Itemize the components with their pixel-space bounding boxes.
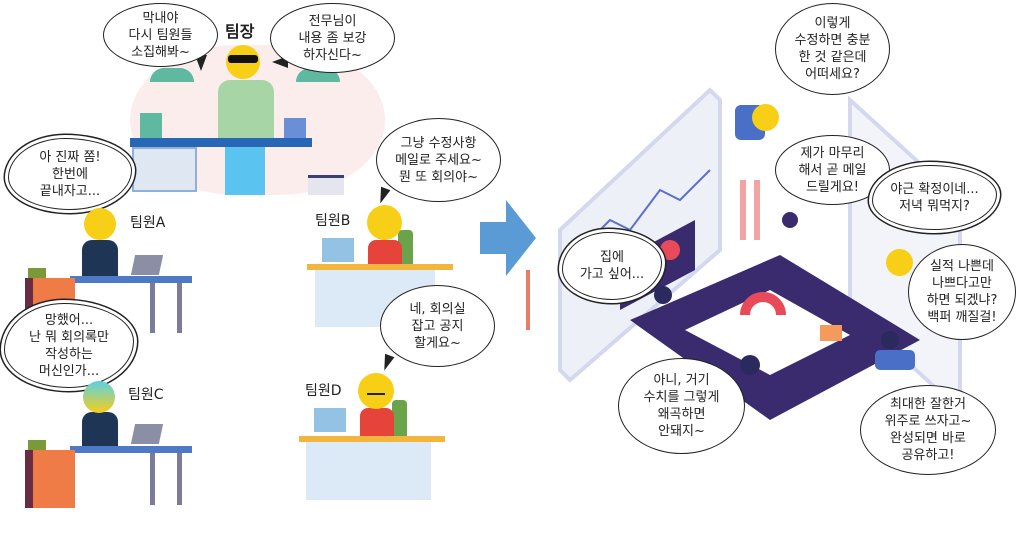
bubble-line: 수치를 그렇게 — [643, 390, 720, 405]
leader-speech-bubble-right: 전무님이 내용 좀 보강 하자신다~ — [270, 3, 395, 73]
right-arrow-icon — [480, 200, 536, 276]
member-d-desk — [299, 436, 445, 442]
desk-leg — [150, 283, 155, 333]
bubble-line: 막내야 — [142, 10, 179, 26]
desk-leg — [177, 453, 182, 505]
thought-line: 집에 — [600, 250, 624, 265]
leader-body — [218, 80, 274, 140]
bubble-line: 한 것 같은데 — [798, 50, 867, 65]
thought-line: 망했어... — [44, 312, 94, 328]
member-d-neutral-face-icon — [358, 373, 394, 409]
presenter-speech-bubble: 이렇게 수정하면 충분 한 것 같은데 어떠세요? — [775, 3, 890, 95]
bubble-line: 전무님이 — [308, 13, 357, 29]
bubble-line: 완성되면 바로 — [890, 431, 966, 446]
member-c-desk — [70, 446, 192, 453]
laptop — [322, 238, 354, 262]
bubble-line: 수정하면 충분 — [794, 33, 871, 48]
leader-speech-bubble-left: 막내야 다시 팀원들 소집해봐~ — [103, 3, 218, 67]
bubble-line: 뭔 또 회의야~ — [399, 169, 478, 185]
desk-leg — [150, 453, 155, 505]
bubble-line: 백퍼 깨질걸! — [927, 310, 997, 325]
member-a-worried-face-icon — [84, 208, 116, 240]
bubble-line: 나쁘다고만 — [932, 276, 992, 291]
plant — [28, 440, 46, 452]
leader-face-sunglasses-icon — [226, 45, 260, 79]
member-d-body — [360, 408, 394, 436]
member-b-desk — [307, 264, 453, 270]
thought-line: 한번에 — [52, 166, 88, 182]
laptop — [130, 255, 164, 275]
home-thought-cloud: 집에 가고 싶어... — [562, 232, 662, 300]
thought-line: 난 뭐 회의록만 — [28, 329, 110, 345]
member-b-kissing-face-icon — [367, 205, 402, 240]
bubble-line: 안돼지~ — [658, 424, 705, 439]
bubble-line: 왜곡하면 — [657, 407, 706, 422]
bubble-line: 소집해봐~ — [131, 44, 190, 60]
bubble-tail — [375, 186, 391, 206]
bubble-line: 그냥 수정사항 — [400, 135, 477, 151]
bubble-line: 최대한 잘한거 — [890, 397, 966, 412]
bubble-tail — [379, 353, 395, 373]
presenter-face-icon — [752, 104, 779, 131]
bubble-line: 어떠세요? — [805, 67, 860, 82]
thought-line: 야근 확정이네... — [890, 181, 979, 197]
thought-line: 저녁 뭐먹지? — [899, 198, 970, 214]
member-c-label: 팀원C — [128, 387, 164, 403]
member-a-label: 팀원A — [130, 215, 166, 231]
member-c-body — [82, 412, 118, 452]
bubble-line: 공유하고! — [901, 448, 955, 463]
bubble-line: 네, 회의실 — [409, 301, 466, 317]
drawers — [25, 450, 75, 508]
member-c-crying-face-icon — [83, 381, 115, 413]
bubble-line: 내용 좀 보강 — [298, 30, 367, 46]
thought-line: 작성하는 — [45, 346, 93, 362]
plant — [284, 118, 306, 138]
bubble-line: 하자신다~ — [303, 47, 362, 63]
laptop — [314, 408, 346, 432]
member-a-thought-cloud: 아 진짜 쫌! 한번에 끝내자고... — [8, 138, 132, 210]
leader-legs — [225, 147, 265, 195]
bubble-line: 해서 곧 메일 — [798, 162, 867, 178]
best-results-speech-bubble: 최대한 잘한거 위주로 쓰자고~ 완성되면 바로 공유하고! — [860, 385, 996, 475]
lamp-left — [150, 68, 194, 82]
thought-line: 아 진짜 쫌! — [39, 149, 101, 165]
bubble-line: 제가 마무리 — [800, 145, 865, 161]
leader-drawers — [132, 147, 197, 192]
numbers-speech-bubble: 아니, 거기 수치를 그렇게 왜곡하면 안돼지~ — [618, 358, 745, 454]
performance-speech-bubble: 실적 나쁜데 나쁘다고만 하면 되겠냐? 백퍼 깨질걸! — [908, 244, 1016, 340]
bubble-line: 위주로 쓰자고~ — [884, 414, 972, 429]
member-d-label: 팀원D — [305, 383, 342, 399]
trash-bin — [308, 175, 344, 195]
thought-line: 머신인가... — [38, 363, 100, 379]
member-a-desk — [70, 276, 192, 283]
bubble-line: 메일로 주세요~ — [395, 152, 482, 168]
thought-line: 가고 싶어... — [579, 267, 645, 282]
laptop — [130, 424, 164, 444]
bubble-line: 이렇게 — [814, 16, 851, 31]
bubble-line: 실적 나쁜데 — [930, 259, 994, 274]
bubble-line: 아니, 거기 — [653, 373, 710, 388]
bubble-line: 할게요~ — [414, 335, 461, 351]
bubble-line: 잡고 공지 — [411, 318, 464, 334]
desk-backdrop — [306, 442, 431, 500]
woman-speech-bubble: 제가 마무리 해서 곧 메일 드릴게요! — [775, 135, 890, 205]
plant — [28, 268, 46, 280]
bubble-line: 드릴게요! — [805, 179, 860, 195]
member-b-speech-bubble: 그냥 수정사항 메일로 주세요~ 뭔 또 회의야~ — [376, 118, 501, 202]
chair — [392, 400, 407, 440]
member-b-body — [368, 240, 402, 268]
desk-leg — [177, 283, 182, 333]
manager-kissing-face-icon — [886, 249, 913, 276]
member-a-body — [82, 240, 118, 280]
leader-desk — [130, 138, 312, 147]
overtime-thought-cloud: 야근 확정이네... 저녁 뭐먹지? — [872, 165, 997, 230]
bubble-line: 다시 팀원들 — [128, 27, 193, 43]
mug — [140, 113, 162, 138]
thought-line: 끝내자고... — [39, 183, 101, 199]
member-c-thought-cloud: 망했어... 난 뭐 회의록만 작성하는 머신인가... — [4, 303, 134, 388]
member-b-label: 팀원B — [315, 213, 351, 229]
member-d-speech-bubble: 네, 회의실 잡고 공지 할게요~ — [380, 285, 495, 367]
bubble-line: 하면 되겠냐? — [926, 293, 998, 308]
leader-label: 팀장 — [225, 22, 255, 41]
